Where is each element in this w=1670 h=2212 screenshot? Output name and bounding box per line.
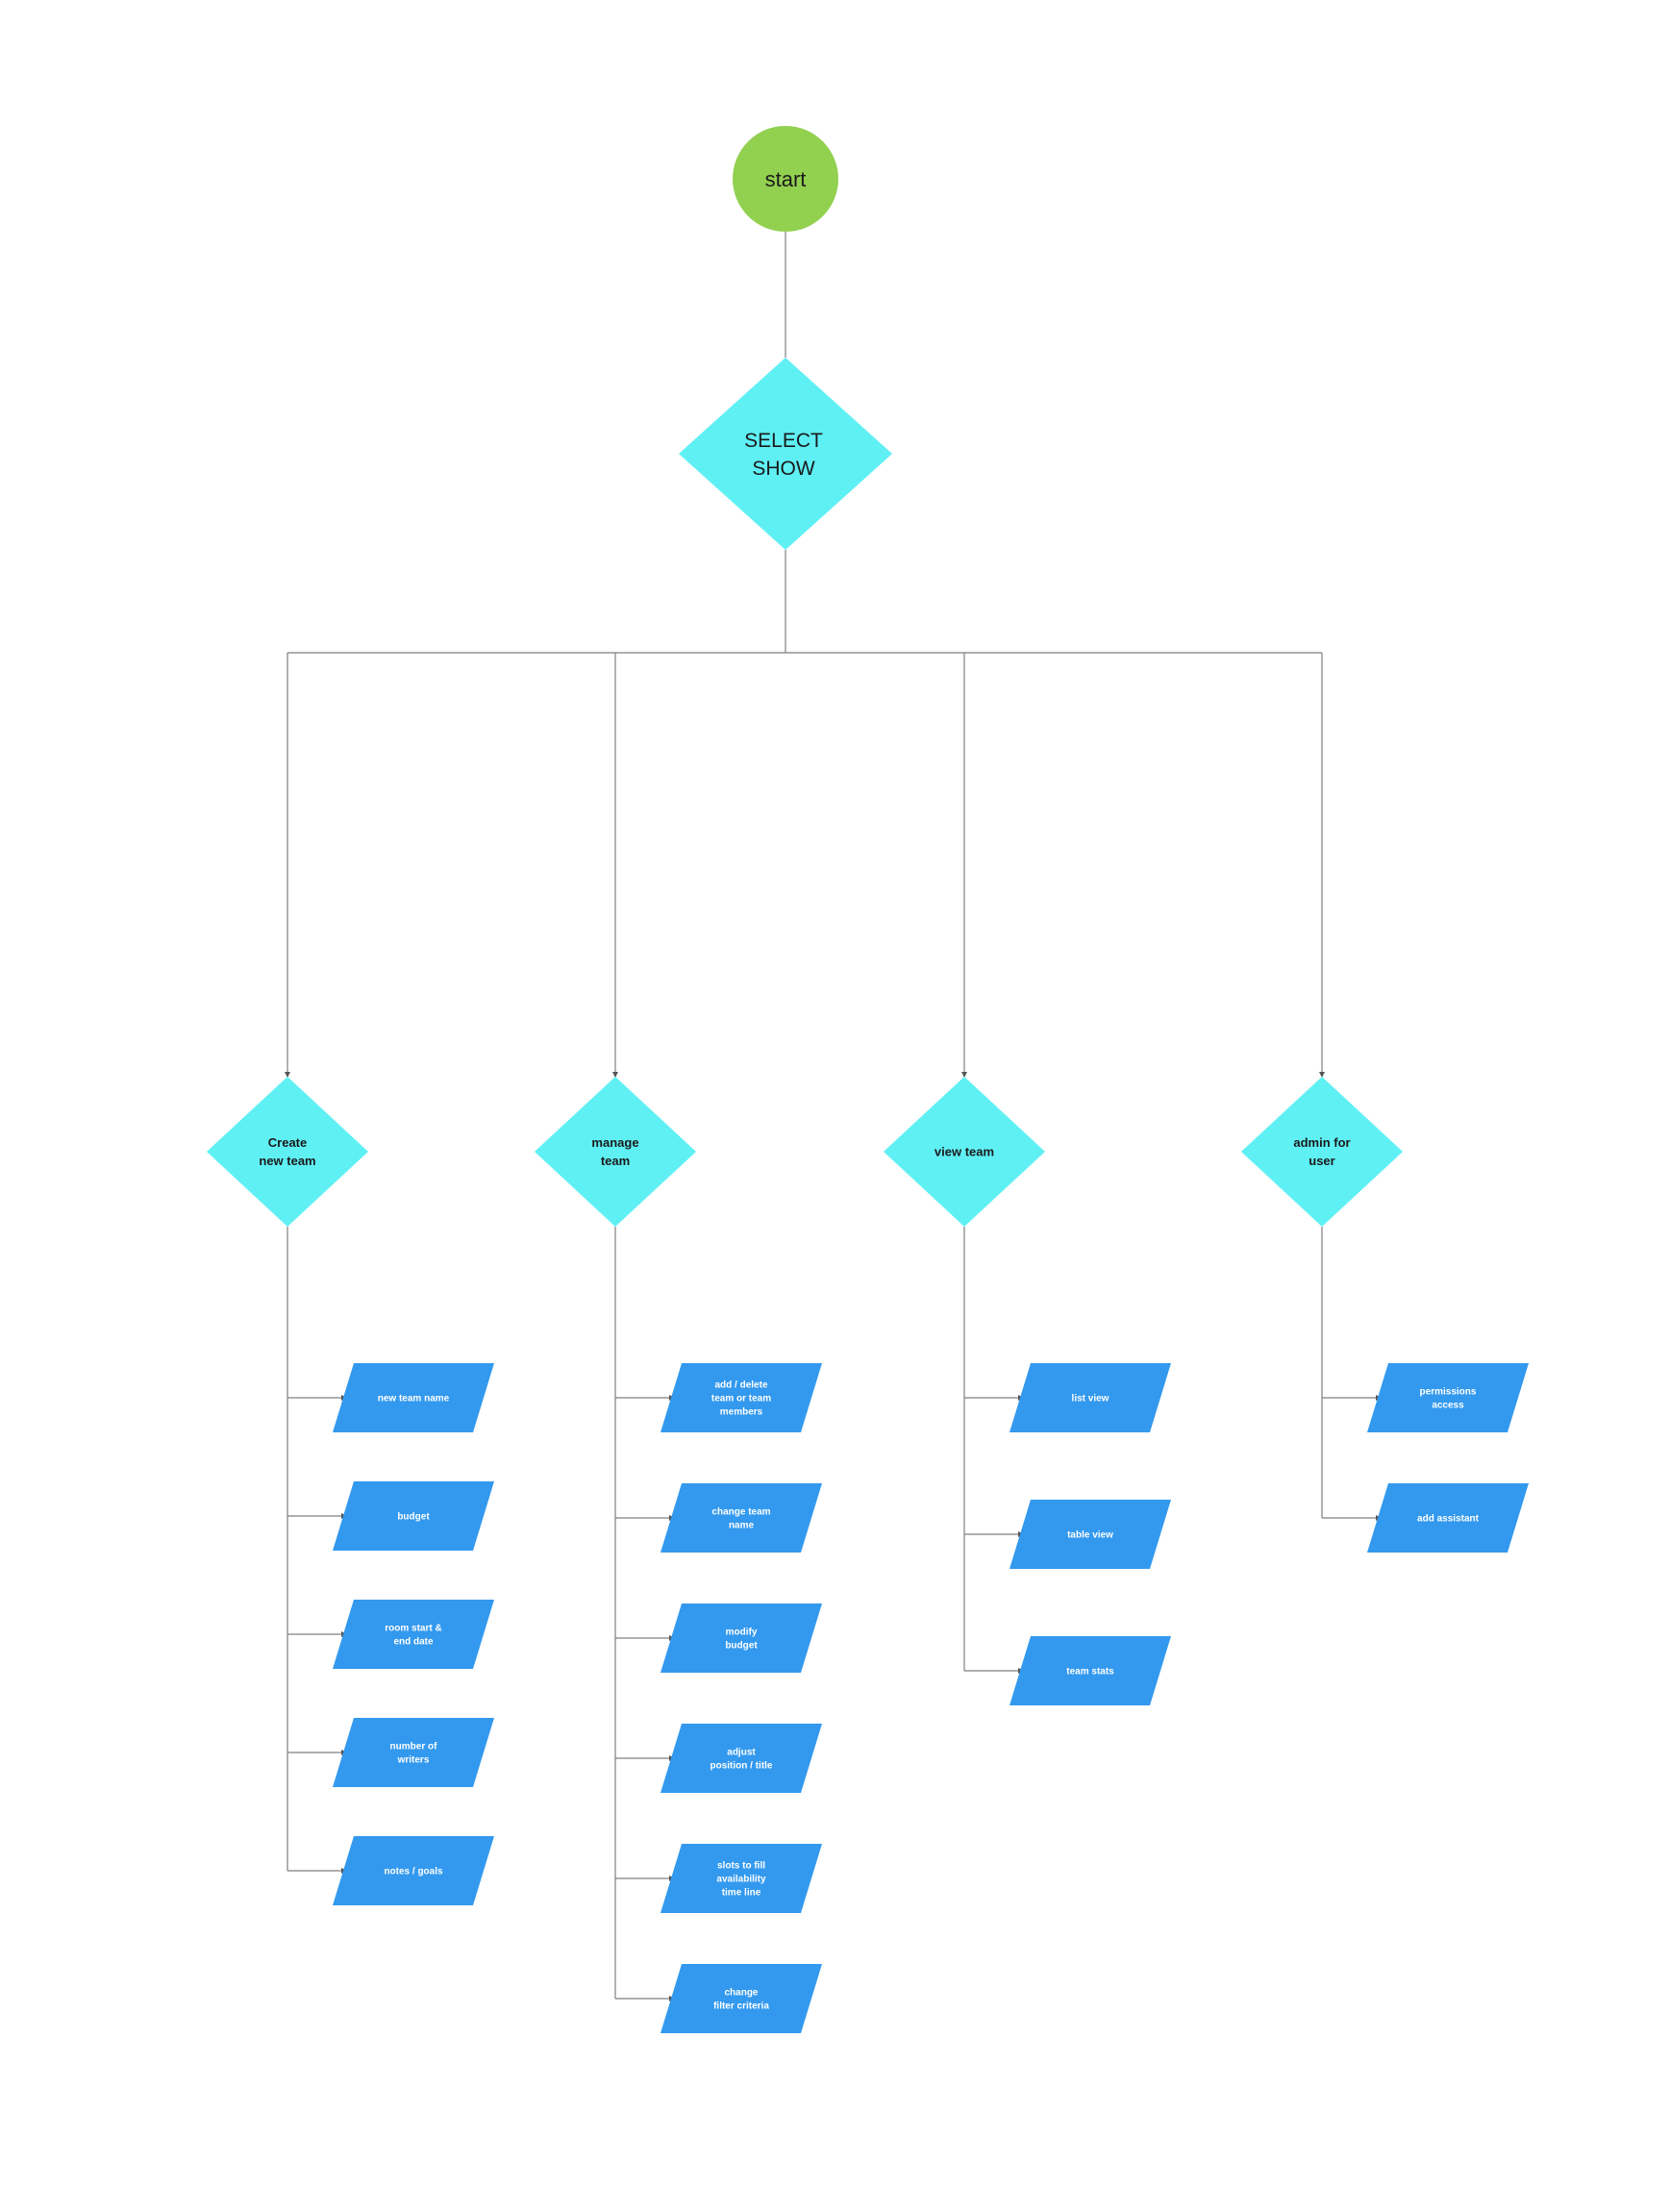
create-new-team-item-1-shape: [333, 1481, 494, 1551]
create-new-team-item-0[interactable]: new team name: [333, 1363, 494, 1432]
create-new-team-item-2-shape: [333, 1600, 494, 1669]
admin-for-user-item-1-label: add assistant: [1417, 1514, 1480, 1525]
view-team-label: view team: [935, 1145, 994, 1159]
start-circle: [733, 126, 838, 232]
create-new-team-item-0-shape: [333, 1363, 494, 1432]
create-new-team-item-4[interactable]: notes / goals: [333, 1836, 494, 1905]
manage-team-item-5-shape: [661, 1964, 822, 2033]
manage-team-item-1-shape: [661, 1483, 822, 1553]
view-team-item-2-label: team stats: [1066, 1667, 1114, 1678]
start-label: start: [765, 167, 807, 191]
admin-for-user-item-1[interactable]: add assistant: [1367, 1483, 1529, 1553]
admin-for-user-item-0-shape: [1367, 1363, 1529, 1432]
create-new-team-item-2-label: room start &end date: [385, 1624, 441, 1648]
manage-team-item-3-shape: [661, 1724, 822, 1793]
view-team-item-1[interactable]: table view: [1009, 1500, 1171, 1569]
create-new-team-item-0-label: new team name: [378, 1394, 450, 1404]
create-new-team-item-3-shape: [333, 1718, 494, 1787]
view-team-item-0-label: list view: [1072, 1394, 1109, 1404]
admin-for-user-decision-shape: [1241, 1077, 1403, 1227]
select-show-decision-shape: [679, 358, 892, 550]
view-team-item-2-shape: [1009, 1636, 1171, 1705]
create-new-team-item-1-label: budget: [397, 1512, 430, 1523]
manage-team-decision-shape: [535, 1077, 696, 1227]
view-team-item-0-shape: [1009, 1363, 1171, 1432]
connector-lines: [285, 232, 1382, 2001]
view-team-item-2[interactable]: team stats: [1009, 1636, 1171, 1705]
create-new-team-item-1[interactable]: budget: [333, 1481, 494, 1551]
admin-for-user-item-1-shape: [1367, 1483, 1529, 1553]
create-new-team-item-4-shape: [333, 1836, 494, 1905]
create-new-team-decision-shape: [207, 1077, 368, 1227]
manage-team-item-0-shape: [661, 1363, 822, 1432]
view-team-item-1-label: table view: [1067, 1530, 1113, 1541]
view-team-decision-shape: [884, 1077, 1045, 1227]
view-team-decision[interactable]: view team: [884, 1077, 1045, 1227]
view-team-item-0[interactable]: list view: [1009, 1363, 1171, 1432]
manage-team-item-2-shape: [661, 1603, 822, 1673]
view-team-item-1-shape: [1009, 1500, 1171, 1569]
create-new-team-item-2[interactable]: room start &end date: [333, 1600, 494, 1669]
manage-team-item-4-shape: [661, 1844, 822, 1913]
start-node[interactable]: start: [733, 126, 838, 232]
create-new-team-item-4-label: notes / goals: [384, 1867, 443, 1877]
